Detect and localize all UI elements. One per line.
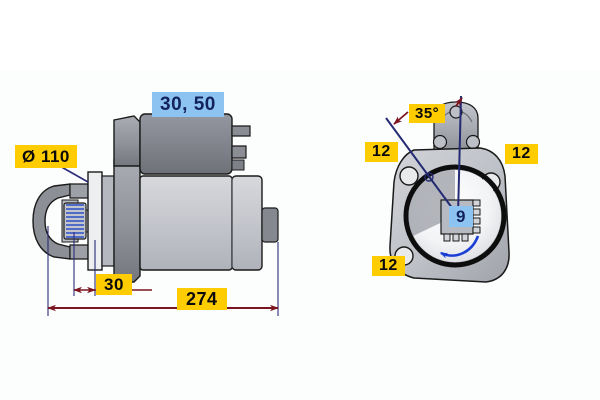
solenoid-terminal-stud-lower — [231, 145, 247, 159]
dimension-callout-274: 274 — [177, 288, 227, 310]
housing-upper-bracket — [113, 115, 141, 167]
bolt-hole-upper-left — [399, 166, 419, 186]
bolt-callout-lower-left: 12 — [372, 256, 405, 276]
pinion-tooth-3 — [472, 217, 481, 225]
dimension-callout-30: 30 — [96, 274, 132, 295]
solenoid — [139, 113, 251, 175]
solenoid-terminal-left — [432, 134, 448, 150]
bolt-callout-upper-left: 12 — [365, 142, 398, 162]
solenoid-end-cap — [231, 159, 245, 171]
rotation-direction-arrow — [439, 235, 480, 259]
vertical-reference-axis — [457, 95, 462, 217]
flange-diameter-callout: Ø 110 — [15, 145, 77, 168]
angled-reference-axis — [385, 117, 459, 217]
tooth-count-callout: 9 — [449, 206, 473, 227]
bolt-callout-upper-right: 12 — [505, 144, 538, 164]
pinion-tooth-4 — [472, 226, 481, 234]
solenoid-terminal-right — [465, 134, 481, 150]
pinion-tooth-7 — [443, 233, 451, 242]
pinion-tooth-2 — [472, 208, 481, 216]
rear-bearing-boss — [261, 207, 279, 243]
mounting-flange — [87, 171, 115, 271]
drive-end-housing — [113, 159, 141, 283]
motor-field-frame — [139, 175, 233, 271]
commutator-end-housing — [231, 175, 263, 271]
yoke-outer-arm — [32, 183, 71, 260]
register-bore-ring — [403, 164, 507, 268]
tooth-count-leader-dot — [424, 172, 434, 182]
extension-lines — [47, 226, 279, 316]
solenoid-body — [139, 113, 233, 175]
solenoid-terminal-stud-upper — [231, 125, 251, 137]
pinion-tooth-6 — [452, 233, 460, 242]
motor-body — [139, 175, 279, 271]
angle-callout-35: 35° — [409, 104, 446, 123]
yoke-upper-leg — [69, 183, 89, 199]
angle-arrow-angled — [393, 111, 409, 125]
side-elevation-view — [32, 113, 279, 316]
pinion-gear — [63, 202, 87, 240]
terminal-callout-30-50: 30, 50 — [152, 92, 224, 117]
pinion-tooth-5 — [461, 233, 469, 242]
yoke-lower-leg — [69, 244, 89, 260]
pinion-tooth-1 — [472, 199, 481, 207]
angle-arrow-vertical — [454, 97, 463, 107]
